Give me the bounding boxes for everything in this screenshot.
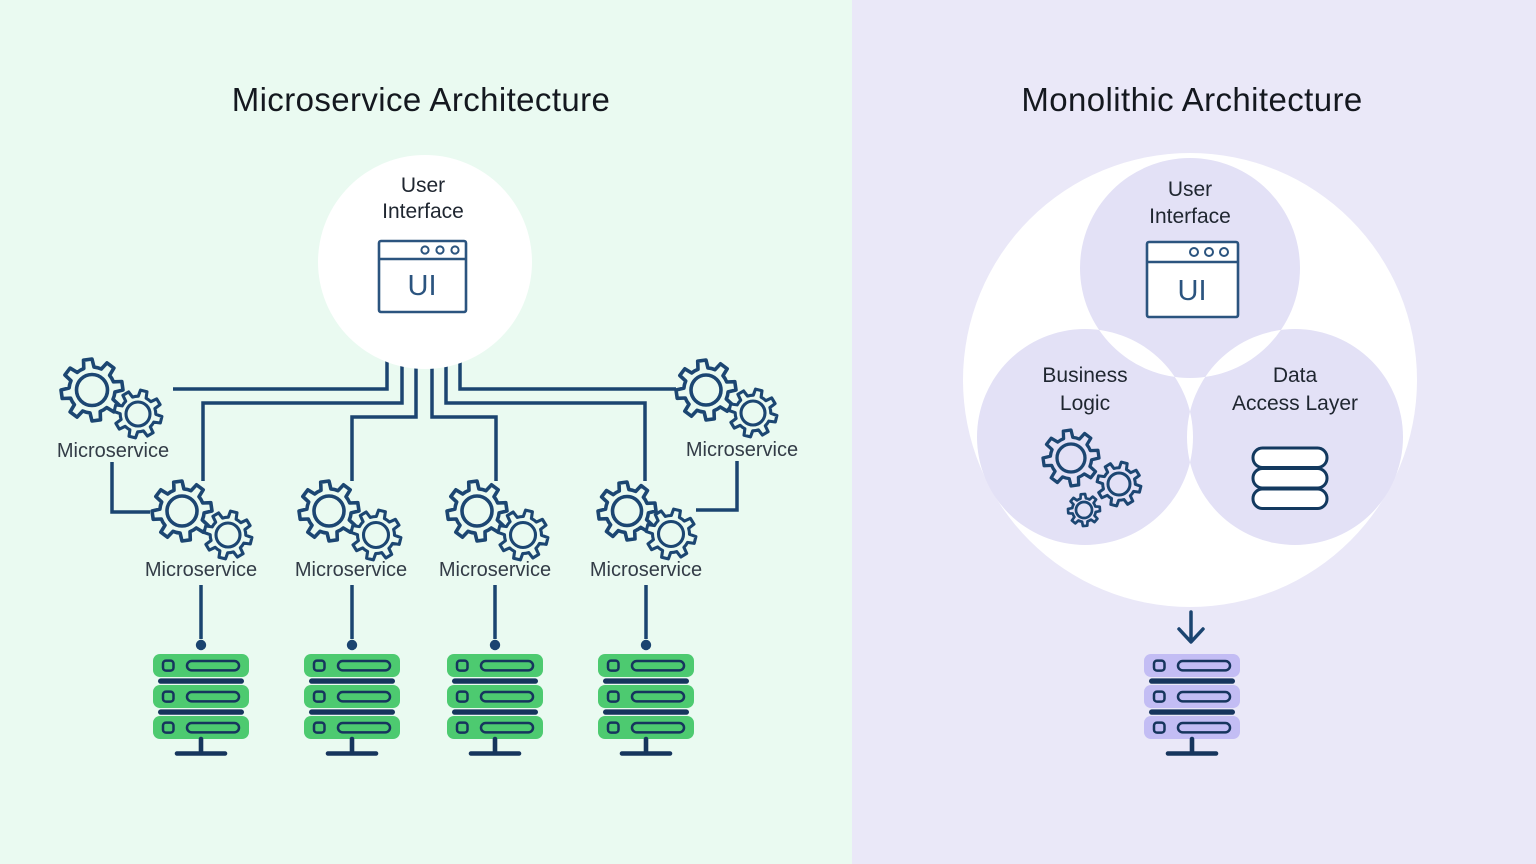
gear-icon xyxy=(644,507,698,561)
down-arrow-icon xyxy=(1177,610,1205,644)
gear-icon xyxy=(1041,428,1101,488)
gear-icon xyxy=(297,479,361,543)
microservice-label-4: Microservice xyxy=(590,559,702,581)
microservice-label-top-right: Microservice xyxy=(686,439,798,461)
server-icon xyxy=(447,654,543,754)
connection-dot xyxy=(489,639,501,651)
server-icon xyxy=(304,654,400,754)
gear-icon xyxy=(59,357,125,423)
browser-window-icon: UI xyxy=(377,239,468,314)
window-dot-icon xyxy=(1219,247,1229,257)
gear-icon xyxy=(150,479,214,543)
microservice-panel-background xyxy=(0,0,852,864)
window-dot-icon xyxy=(1189,247,1199,257)
connector-lines xyxy=(110,348,739,639)
gear-icon xyxy=(496,508,550,562)
right-panel-title: Monolithic Architecture xyxy=(1021,81,1362,118)
gear-icon xyxy=(202,509,254,561)
gear-icon xyxy=(727,387,779,439)
data-access-label-line1: Data xyxy=(1273,364,1318,387)
left-ui-icon-label: UI xyxy=(408,270,437,302)
connection-dots xyxy=(195,639,652,651)
gear-icon xyxy=(445,479,509,543)
left-panel-title: Microservice Architecture xyxy=(232,81,611,118)
microservice-panel: Microservice Architecture User Interface… xyxy=(0,0,852,864)
gear-clusters xyxy=(59,357,779,562)
right-ui-label-line2: Interface xyxy=(1149,205,1231,228)
left-ui-label-line2: Interface xyxy=(382,200,464,223)
database-icon xyxy=(1251,446,1329,510)
gear-icon xyxy=(1066,492,1102,528)
browser-window-icon: UI xyxy=(1145,240,1240,319)
microservice-label-3: Microservice xyxy=(439,559,551,581)
left-ui-label-line1: User xyxy=(401,174,445,197)
microservice-label-2: Microservice xyxy=(295,559,407,581)
business-logic-label-line2: Logic xyxy=(1060,392,1110,415)
business-logic-gears xyxy=(1041,428,1143,528)
gear-icon xyxy=(596,480,658,542)
microservice-label-1: Microservice xyxy=(145,559,257,581)
data-access-label-line2: Access Layer xyxy=(1232,392,1358,415)
server-icon xyxy=(153,654,249,754)
gear-icon xyxy=(1095,460,1143,508)
window-dot-icon xyxy=(450,245,460,255)
monolithic-panel: Monolithic Architecture User Interface U… xyxy=(852,0,1536,864)
connection-dot xyxy=(346,639,358,651)
gear-icon xyxy=(674,358,738,422)
server-icon xyxy=(1144,654,1240,754)
window-dot-icon xyxy=(435,245,445,255)
right-ui-label-line1: User xyxy=(1168,178,1212,201)
microservice-label-top-left: Microservice xyxy=(57,440,169,462)
right-ui-icon-label: UI xyxy=(1178,275,1207,307)
server-icon xyxy=(598,654,694,754)
window-dot-icon xyxy=(1204,247,1214,257)
business-logic-label-line1: Business xyxy=(1042,364,1127,387)
connection-dot xyxy=(640,639,652,651)
gear-icon xyxy=(112,388,164,440)
connection-dot xyxy=(195,639,207,651)
window-dot-icon xyxy=(420,245,430,255)
gear-icon xyxy=(349,508,403,562)
